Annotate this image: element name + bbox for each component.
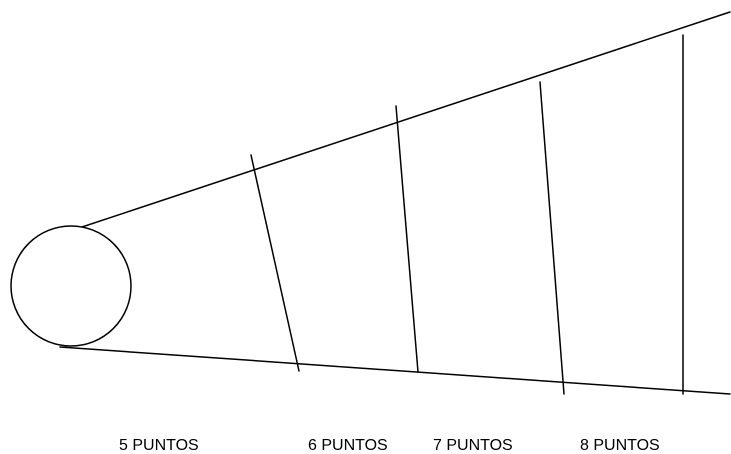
zone-label-7-puntos: 7 PUNTOS [433,437,513,454]
zone-divider-1 [250,154,300,372]
zone-label-6-puntos: 6 PUNTOS [308,437,388,454]
zone-divider-2 [395,105,419,373]
lower-boundary-line [59,346,731,395]
upper-boundary-line [81,11,731,228]
origin-circle [10,225,132,347]
zone-label-5-puntos: 5 PUNTOS [119,437,199,454]
zone-label-8-puntos: 8 PUNTOS [580,437,660,454]
zone-divider-3 [539,81,565,395]
